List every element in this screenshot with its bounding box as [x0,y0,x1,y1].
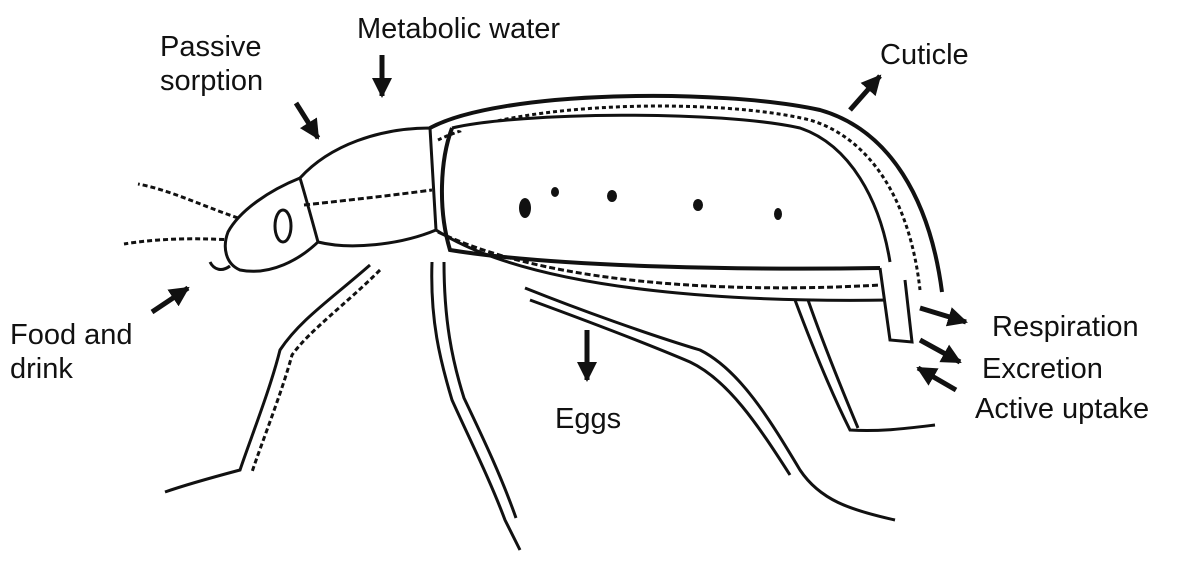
excretion-label: Excretion [982,352,1103,386]
food-and-drink-label: Food and drink [10,318,133,386]
food-arrow [152,288,188,312]
cuticle-arrow [850,76,880,110]
respiration-label: Respiration [992,310,1139,344]
passive-sorption-label: Passive sorption [160,30,263,98]
beetle-legs [165,262,935,550]
eggs-label: Eggs [555,402,621,436]
respiration-arrow [920,308,966,322]
passive-sorption-line2: sorption [160,64,263,98]
beetle-abdomen [430,96,942,342]
active-uptake-arrow [918,368,956,390]
beetle-thorax [300,128,436,246]
antennae [124,184,238,244]
active-uptake-label: Active uptake [975,392,1149,426]
excretion-arrow [920,340,960,362]
food-line2: drink [10,352,133,386]
passive-sorption-arrow [296,103,318,138]
passive-sorption-line1: Passive [160,30,263,64]
food-line1: Food and [10,318,133,352]
metabolic-water-label: Metabolic water [357,12,560,46]
cuticle-label: Cuticle [880,38,969,72]
